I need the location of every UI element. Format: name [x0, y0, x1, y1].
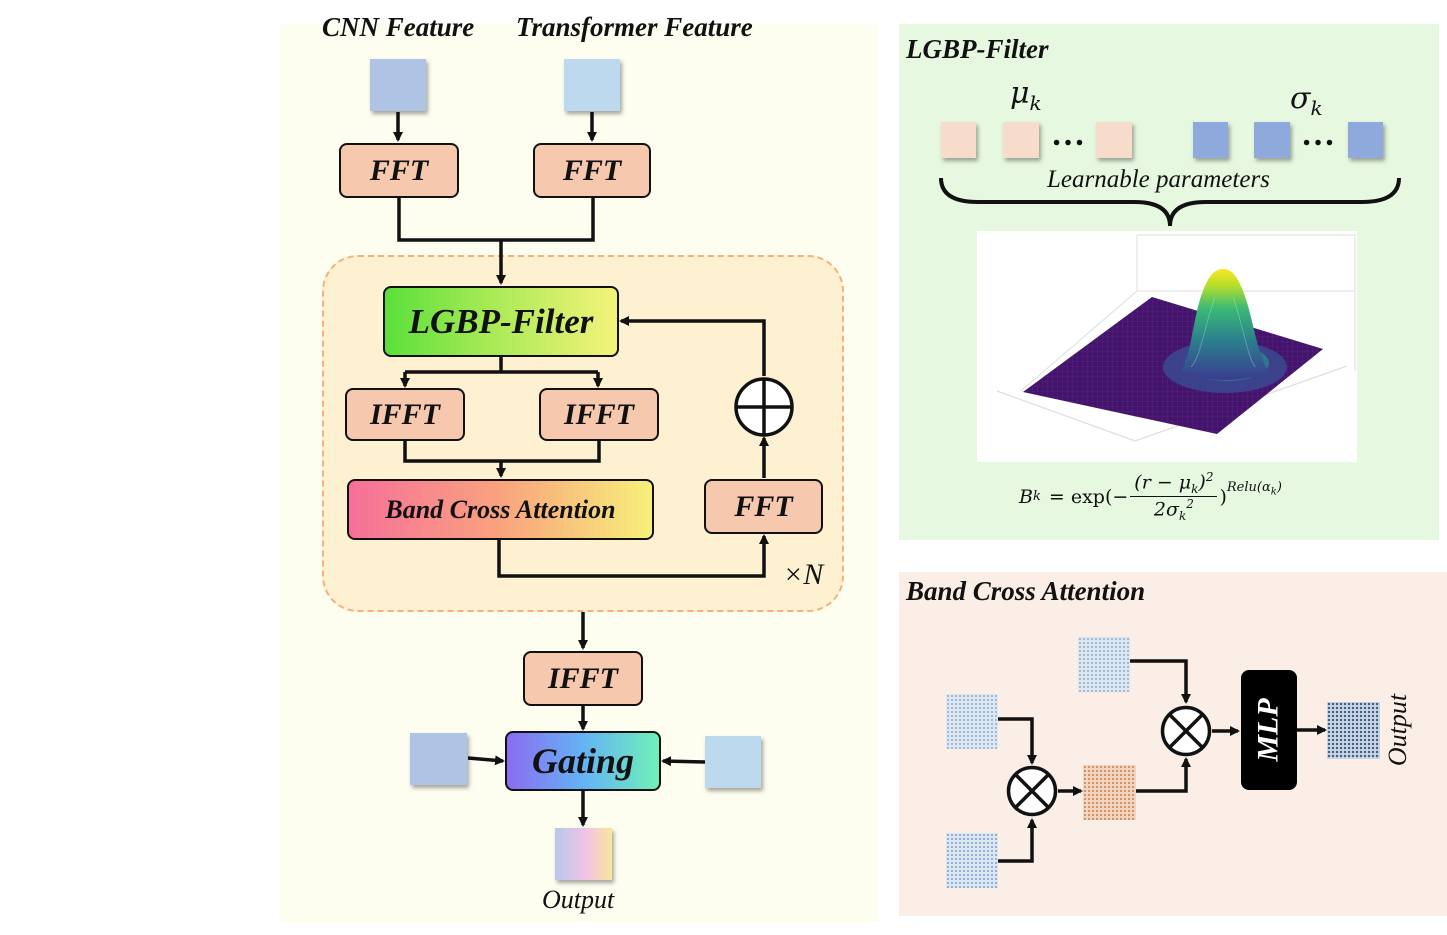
gaussian-surface-icon: [977, 231, 1357, 462]
ifft-box-left: IFFT: [345, 388, 465, 441]
formula-numerator-exp: 2: [1205, 470, 1214, 484]
transformer-feature-label: Transformer Feature: [516, 12, 753, 42]
plus-circle-icon: [734, 377, 794, 437]
bca-output-label-wrap: Output: [1383, 690, 1413, 770]
mlp-block: MLP: [1241, 670, 1297, 790]
sigma-param-square-3: [1348, 122, 1383, 158]
formula-lhs: B: [1019, 485, 1033, 508]
mu-param-square-2: [1003, 122, 1039, 158]
mu-subscript: k: [1029, 91, 1042, 115]
mu-symbol: μ: [1010, 76, 1030, 111]
bca-output-label: Output: [1383, 693, 1413, 767]
curly-brace-icon: [939, 177, 1401, 227]
output-square: [555, 828, 612, 880]
bca-feature-map-left-top: [946, 694, 998, 749]
sigma-param-square-1: [1193, 122, 1228, 158]
formula-power-tail: ): [1276, 479, 1282, 495]
sigma-subscript: k: [1310, 96, 1323, 120]
lgbp-panel-title: LGBP-Filter: [906, 34, 1049, 64]
bca-feature-map-middle: [1083, 765, 1136, 820]
band-cross-attention-box: Band Cross Attention: [347, 479, 654, 540]
ifft-box-right: IFFT: [539, 388, 659, 441]
formula-fraction: (r − μk)2 2σk2: [1130, 470, 1218, 523]
formula-numerator-tail: ): [1198, 471, 1206, 494]
multiply-circle-icon: [1006, 765, 1058, 817]
gating-box: Gating: [505, 731, 661, 791]
fft-box-loop: FFT: [704, 479, 823, 534]
mu-label: μk: [1010, 76, 1042, 115]
mu-param-square-1: [941, 122, 976, 158]
transformer-feature-square: [564, 59, 620, 111]
mu-ellipsis: …: [1051, 116, 1085, 153]
cnn-feature-square: [370, 59, 426, 111]
fft-box-cnn: FFT: [339, 143, 459, 198]
formula-lhs-sub: k: [1032, 489, 1041, 505]
repeat-n-label: ×N: [783, 558, 824, 591]
formula-denominator-text: 2σ: [1153, 498, 1179, 521]
formula-power: Relu(αk): [1227, 480, 1282, 498]
sigma-ellipsis: …: [1301, 116, 1335, 153]
bca-panel-title: Band Cross Attention: [906, 576, 1146, 606]
fft-box-transformer: FFT: [533, 143, 651, 198]
sigma-param-square-2: [1254, 122, 1290, 158]
formula-denominator: 2σk2: [1154, 497, 1194, 523]
formula-close: ): [1219, 485, 1227, 508]
formula-numerator-sub: k: [1191, 482, 1199, 497]
formula-denominator-exp: 2: [1186, 497, 1194, 512]
output-label: Output: [542, 885, 615, 914]
formula-power-text: Relu(α: [1226, 479, 1271, 495]
bca-feature-map-output: [1327, 702, 1380, 759]
formula-denominator-sub: k: [1178, 509, 1187, 524]
bca-feature-map-top: [1078, 637, 1130, 692]
formula-numerator: (r − μk)2: [1130, 470, 1218, 498]
cnn-feature-label: CNN Feature: [322, 12, 475, 42]
sigma-symbol: σ: [1290, 81, 1311, 116]
gating-input-right-square: [705, 736, 761, 788]
lgbp-filter-box: LGBP-Filter: [383, 286, 619, 357]
multiply-circle-icon: [1160, 705, 1212, 757]
formula-power-sub: k: [1270, 486, 1277, 498]
mu-param-square-3: [1096, 122, 1132, 158]
mlp-label: MLP: [1252, 698, 1286, 762]
sigma-label: σk: [1290, 81, 1323, 120]
bca-feature-map-left-bottom: [946, 833, 998, 888]
formula-numerator-text: (r − μ: [1134, 471, 1192, 494]
ifft-box-output: IFFT: [523, 651, 643, 706]
gating-input-left-square: [410, 733, 467, 785]
formula-eq: = exp(−: [1048, 485, 1129, 508]
learnable-parameters-label: Learnable parameters: [1047, 166, 1270, 193]
